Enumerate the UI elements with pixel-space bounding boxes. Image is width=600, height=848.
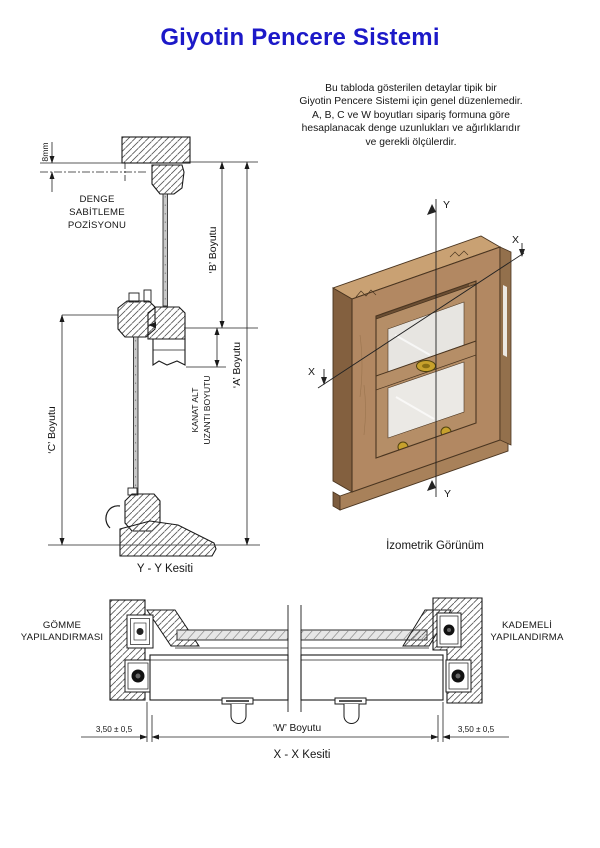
left-balance-hardware — [124, 614, 154, 693]
wood-grain — [359, 334, 366, 436]
section-arrow-icon — [321, 377, 327, 385]
dim-a-label: ‘A’ Boyutu — [231, 342, 243, 388]
dim-b-label: ‘B’ Boyutu — [207, 226, 219, 273]
lower-sash-plan-right — [300, 654, 444, 701]
yy-caption: Y - Y Kesiti — [137, 563, 193, 575]
yy-section-drawing: 8mm DENGE SABİTLEME POZİSYONU — [40, 136, 260, 575]
marker-x-top: X — [512, 234, 519, 246]
gomme-line2: YAPILANDIRMASI — [21, 632, 104, 643]
xx-section-drawing: GÖMME YAPILANDIRMASI KADEMELİ YAPILANDIR… — [21, 597, 564, 761]
marker-x-bottom: X — [308, 366, 315, 378]
frame-right-edge — [499, 246, 512, 446]
kademeli-line1: KADEMELİ — [502, 620, 552, 631]
section-line-x: X X — [308, 234, 525, 389]
frame-left-side-face — [332, 287, 353, 493]
dim-a: ‘A’ Boyutu — [231, 161, 250, 546]
right-config-label: KADEMELİ YAPILANDIRMA — [490, 620, 564, 643]
dim-c-label: ‘C’ Boyutu — [46, 406, 58, 454]
intro-line: hesaplanacak denge uzunlukları ve ağırlı… — [301, 123, 521, 135]
lower-sash-glass — [133, 336, 139, 496]
intro-line: A, B, C ve W boyutları sipariş formuna g… — [311, 109, 510, 121]
dim-left-350: 3,50 ± 0,5 — [81, 702, 153, 742]
dovetail-joint-detail — [355, 289, 377, 298]
dim-left-label: 3,50 ± 0,5 — [96, 725, 133, 734]
weather-seal-curl — [105, 505, 121, 529]
iso-caption: İzometrik Görünüm — [386, 539, 484, 552]
section-arrow-icon — [519, 249, 525, 257]
sash-lift-knob — [334, 697, 367, 724]
meeting-rail-section — [117, 289, 186, 367]
section-arrow-icon — [427, 480, 436, 491]
sash-latch — [416, 360, 436, 372]
kanat-line1: KANAT ALT — [190, 387, 200, 433]
break-lines — [287, 605, 302, 712]
intro-line: Giyotin Pencere Sistemi için genel düzen… — [299, 96, 523, 108]
right-balance-hardware — [436, 612, 472, 693]
denge-line1: DENGE — [79, 194, 114, 205]
dim-8mm: 8mm — [40, 142, 146, 192]
upper-sash-head-profile — [151, 164, 185, 195]
denge-sabitleme-label: DENGE SABİTLEME POZİSYONU — [68, 194, 126, 231]
denge-line2: SABİTLEME — [69, 207, 125, 218]
dim-c: ‘C’ Boyutu — [46, 314, 260, 546]
marker-y-top: Y — [443, 199, 450, 211]
dim-right-label: 3,50 ± 0,5 — [458, 725, 495, 734]
denge-line3: POZİSYONU — [68, 220, 126, 231]
marker-y-bottom: Y — [444, 488, 451, 500]
section-arrow-icon — [427, 204, 436, 215]
dim-w: ‘W’ Boyutu — [151, 723, 439, 740]
intro-line: Bu tabloda gösterilen detaylar tipik bir — [325, 83, 497, 94]
section-line-y: Y Y — [427, 199, 451, 500]
wall-lintel-section — [121, 136, 191, 164]
intro-line: ve gerekli ölçülerdir. — [365, 136, 457, 148]
kanat-line2: UZANTI BOYUTU — [202, 375, 212, 444]
intro-paragraph: Bu tabloda gösterilen detaylar tipik bir… — [291, 82, 531, 149]
pointer-arrow-icon — [148, 322, 156, 328]
dovetail-joint-detail — [449, 250, 469, 258]
sash-lift-knob — [221, 697, 254, 724]
left-jamb-profile — [146, 609, 200, 647]
dim-kanat-alt: KANAT ALT UZANTI BOYUTU — [186, 327, 226, 445]
left-config-label: GÖMME YAPILANDIRMASI — [21, 620, 104, 643]
dim-right-350: 3,50 ± 0,5 — [437, 702, 509, 742]
gomme-line1: GÖMME — [43, 620, 81, 631]
dim-8mm-label: 8mm — [40, 142, 50, 161]
isometric-view-drawing: Y Y X X İzometrik Görünüm — [308, 199, 525, 552]
lower-sash-glass — [387, 361, 465, 439]
dim-w-label: ‘W’ Boyutu — [273, 723, 321, 734]
sill-section — [119, 520, 217, 557]
page-title: Giyotin Pencere Sistemi — [160, 24, 440, 51]
upper-sash-glass — [162, 193, 168, 307]
kademeli-line2: YAPILANDIRMA — [490, 632, 564, 643]
lower-sash-plan-left — [149, 654, 289, 701]
xx-caption: X - X Kesiti — [274, 749, 331, 761]
